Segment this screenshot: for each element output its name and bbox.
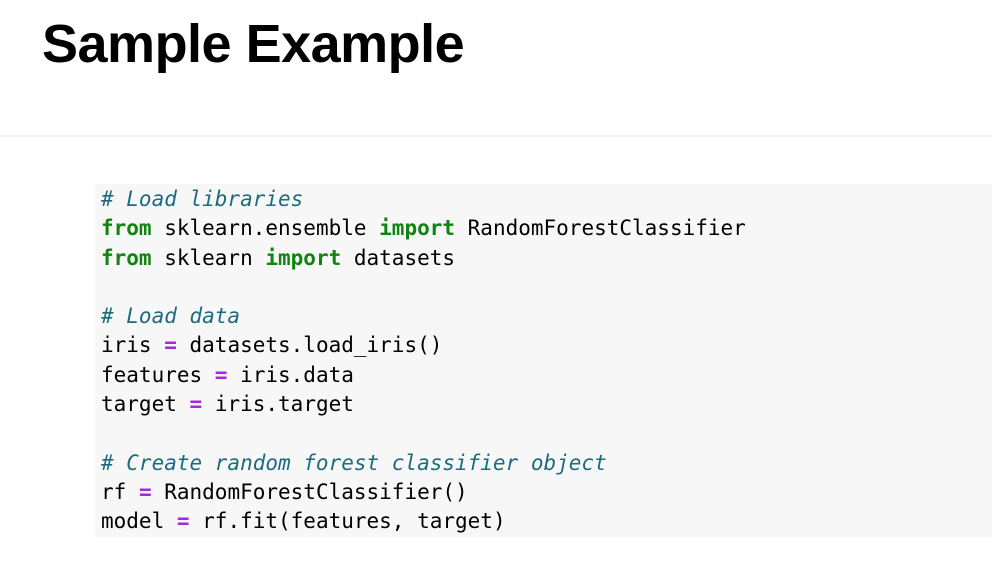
code-line: iris = datasets.load_iris() <box>101 331 992 360</box>
code-line: rf = RandomForestClassifier() <box>101 478 992 507</box>
code-comment: # Load libraries <box>101 187 304 211</box>
code-text: iris.target <box>202 392 354 417</box>
code-line: model = rf.fit(features, target) <box>101 507 992 536</box>
code-text: features <box>101 362 215 387</box>
code-keyword: import <box>379 216 456 241</box>
code-operator: = <box>176 509 190 534</box>
code-operator: = <box>164 333 177 358</box>
code-text: sklearn <box>151 245 266 270</box>
code-blank-line <box>101 273 992 302</box>
code-keyword: from <box>101 245 152 270</box>
code-line: from sklearn import datasets <box>101 244 992 273</box>
page-title: Sample Example <box>42 14 465 74</box>
code-line: # Create random forest classifier object <box>101 449 992 478</box>
code-text: rf <box>101 479 139 504</box>
code-blank-line <box>101 419 992 448</box>
code-text: iris.data <box>227 362 354 387</box>
code-line: # Load libraries <box>101 185 992 214</box>
code-text: target <box>101 392 190 417</box>
code-operator: = <box>189 392 203 417</box>
code-line: from sklearn.ensemble import RandomFores… <box>101 214 992 243</box>
code-text: RandomForestClassifier() <box>151 479 468 504</box>
code-operator: = <box>214 362 228 387</box>
code-comment: # Create random forest classifier object <box>101 450 607 475</box>
code-line: # Load data <box>101 302 992 331</box>
code-keyword: from <box>101 216 152 241</box>
code-line: features = iris.data <box>101 361 992 390</box>
code-text: rf.fit(features, target) <box>189 509 506 534</box>
code-text: iris <box>101 333 165 358</box>
code-text: model <box>101 509 177 534</box>
code-text: RandomForestClassifier <box>455 216 746 241</box>
code-block: # Load libraries from sklearn.ensemble i… <box>95 184 992 537</box>
code-text: sklearn.ensemble <box>151 216 380 241</box>
code-operator: = <box>138 479 152 504</box>
code-comment: # Load data <box>101 304 241 329</box>
code-text: datasets <box>341 245 456 270</box>
code-text: datasets.load_iris() <box>176 333 443 358</box>
header-divider <box>0 135 992 137</box>
code-keyword: import <box>265 245 342 270</box>
code-line: target = iris.target <box>101 390 992 419</box>
